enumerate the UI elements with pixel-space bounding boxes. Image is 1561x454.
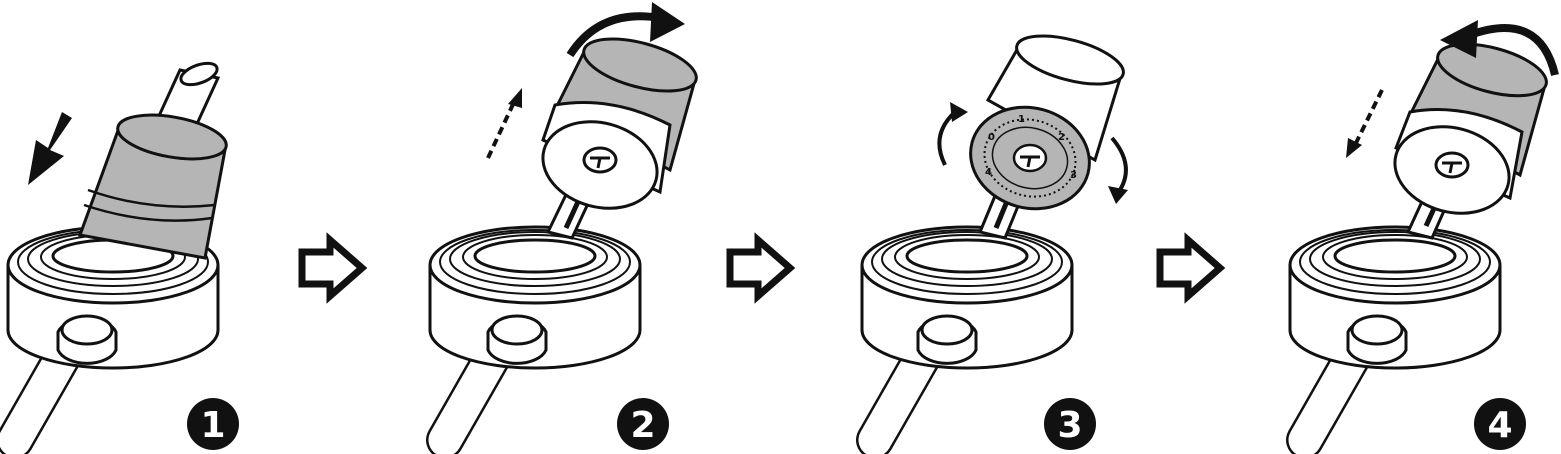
step-badge-1: 1	[187, 398, 239, 450]
dial-label-2: 2	[1058, 132, 1065, 143]
dial-scale: 0 1 2 3 4	[983, 114, 1077, 198]
step-2-panel: 2	[426, 2, 698, 454]
pull-arrow-icon	[486, 88, 522, 159]
base-unit	[1288, 225, 1502, 370]
dial-label-0: 0	[988, 132, 995, 143]
dial-label-3: 3	[1070, 170, 1077, 181]
knob	[77, 61, 228, 260]
step-badge-4: 4	[1474, 398, 1526, 450]
rotate-arrow-icon	[1440, 20, 1559, 76]
arrow-right-icon	[726, 232, 796, 304]
arrow-right-icon	[1156, 232, 1226, 304]
knob	[1393, 42, 1548, 215]
rotate-arrow-icon	[937, 102, 968, 166]
knob	[541, 37, 698, 210]
rotate-arrow-icon	[1108, 136, 1128, 204]
step-4-panel: 4	[1286, 20, 1559, 454]
step-number-3: 3	[1057, 405, 1082, 446]
step-badge-3: 3	[1044, 398, 1096, 450]
rotate-arrow-icon	[566, 2, 685, 58]
base-unit	[860, 225, 1074, 370]
dial-label-1: 1	[1018, 114, 1025, 125]
step-1-panel: 1	[0, 61, 239, 454]
arrow-right-icon	[298, 232, 368, 304]
step-badge-2: 2	[617, 398, 669, 450]
dial-label-4: 4	[985, 167, 992, 178]
step-number-1: 1	[200, 405, 225, 446]
knob	[969, 34, 1125, 211]
step-3-panel: 0 1 2 3 4 3	[856, 34, 1128, 454]
push-arrow-icon	[1346, 89, 1384, 158]
step-number-4: 4	[1487, 405, 1512, 446]
push-arrow-icon	[28, 112, 72, 185]
base-unit	[428, 225, 642, 370]
step-number-2: 2	[630, 405, 655, 446]
